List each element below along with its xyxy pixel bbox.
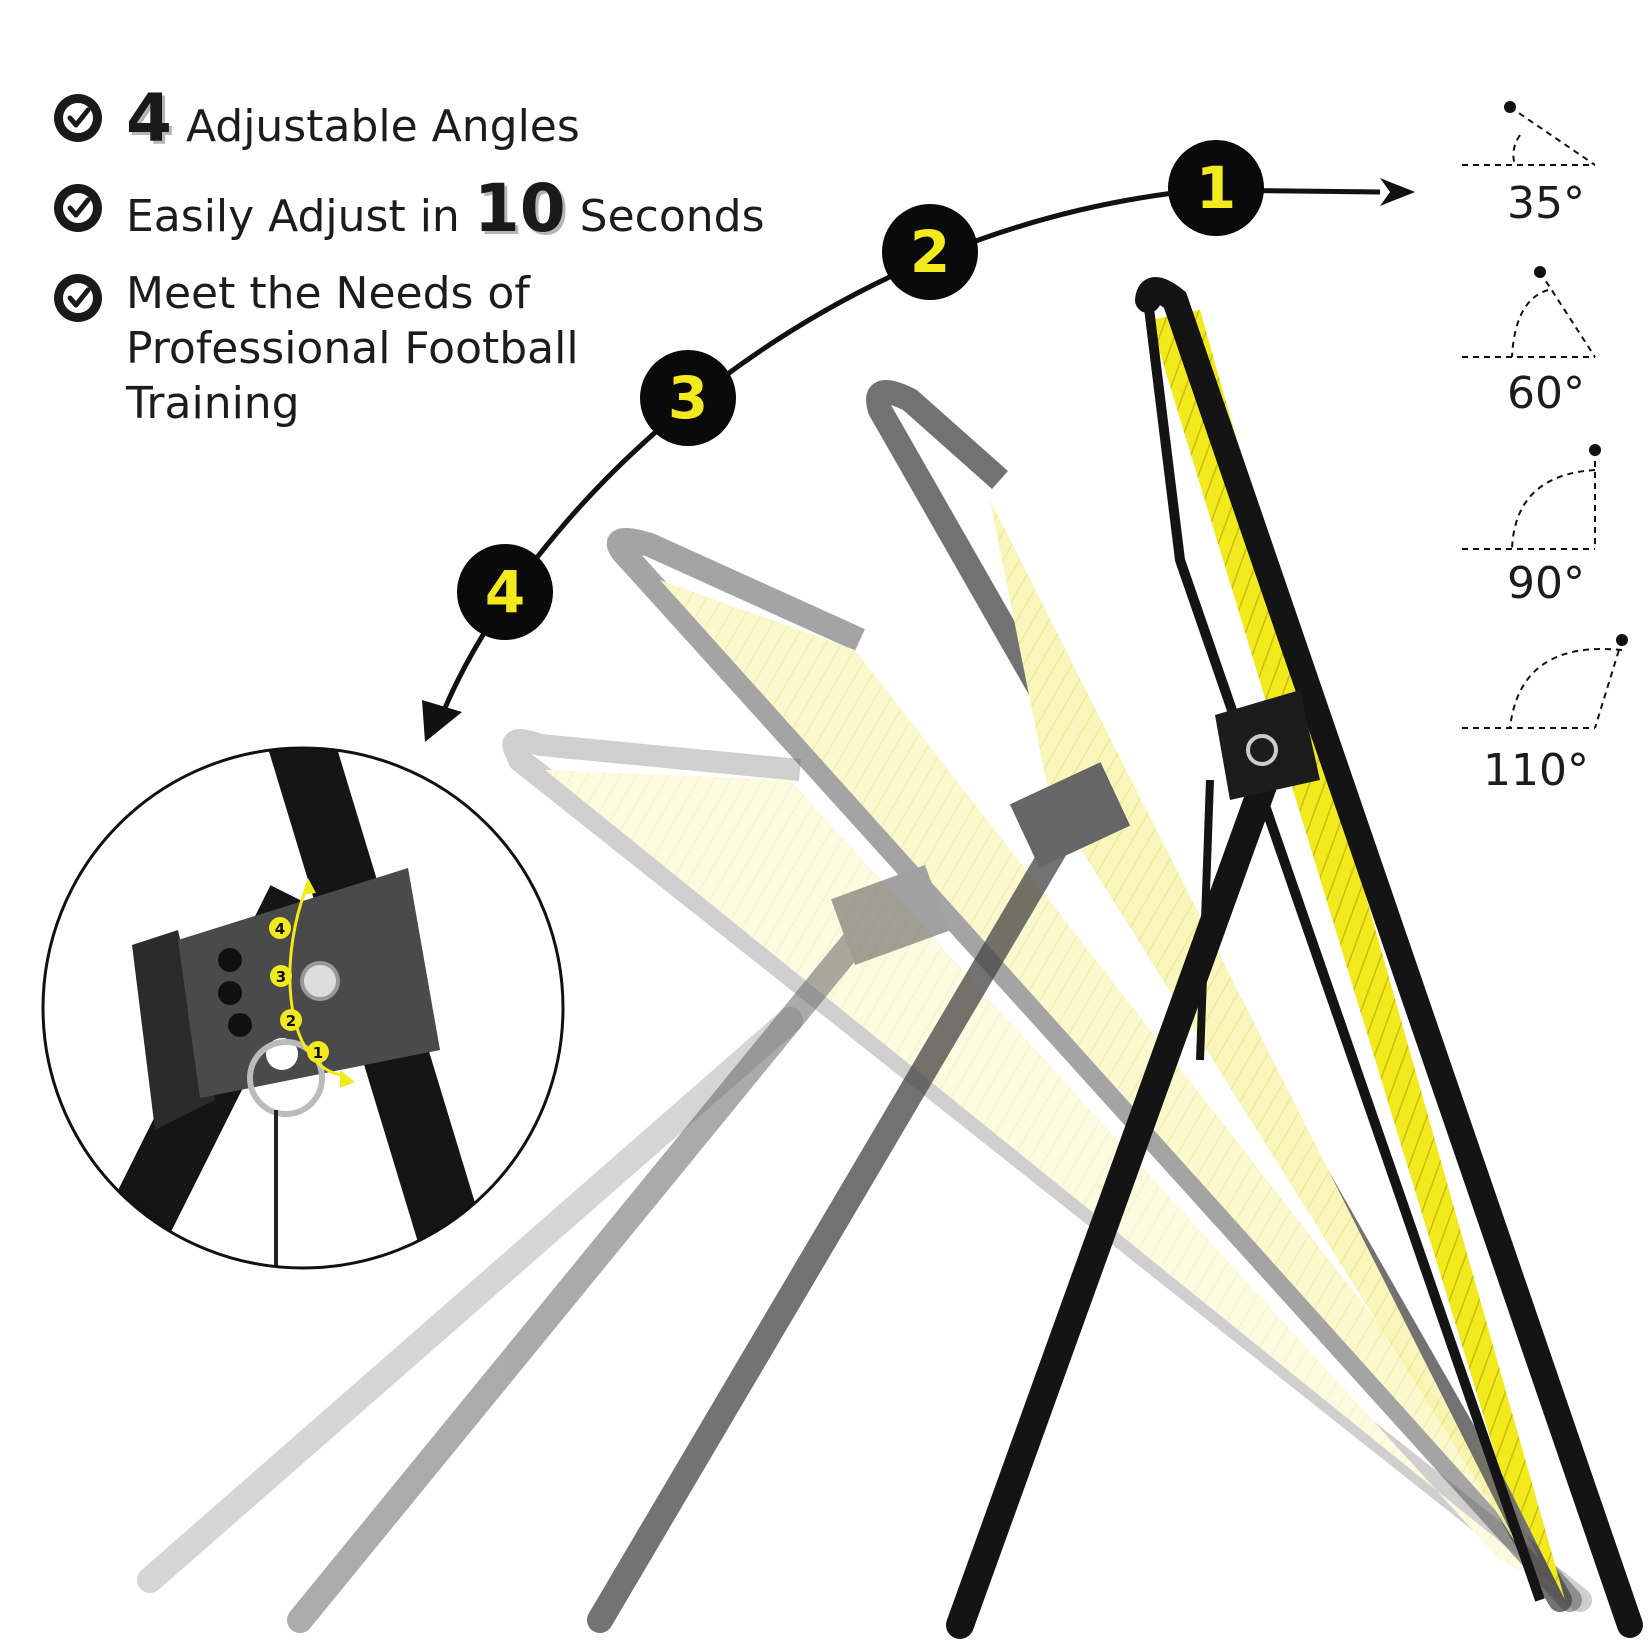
angle-label-90: 90° — [1507, 558, 1585, 609]
feature-text: Easily Adjust in 10 Seconds — [126, 176, 765, 244]
angle-label-60: 60° — [1507, 368, 1585, 419]
detail-step-number-3: 3 — [276, 968, 286, 986]
detail-step-1: 1 — [307, 1041, 329, 1063]
feature-number: 10 — [473, 170, 566, 247]
feature-label-after: Seconds — [579, 191, 765, 242]
frame-position-110 — [137, 729, 1592, 1612]
angle-diagram-90 — [1462, 444, 1601, 550]
step-badge-1[interactable]: 1 — [1168, 140, 1264, 236]
angle-diagram-60 — [1462, 266, 1596, 358]
detail-step-4: 4 — [269, 917, 291, 939]
detail-step-number-1: 1 — [313, 1044, 323, 1062]
detail-step-2: 2 — [280, 1009, 302, 1031]
feature-adjust-time: Easily Adjust in 10 Seconds — [52, 176, 765, 244]
step-badge-4[interactable]: 4 — [457, 544, 553, 640]
angle-diagram-110 — [1462, 634, 1628, 729]
step-badge-2[interactable]: 2 — [882, 204, 978, 300]
step-number-3: 3 — [668, 364, 708, 432]
step-badge-3[interactable]: 3 — [640, 350, 736, 446]
check-circle-icon — [54, 94, 102, 142]
angle-diagram-35 — [1462, 101, 1596, 166]
feature-adjustable-angles: 4 Adjustable Angles — [52, 86, 580, 154]
step-number-2: 2 — [910, 218, 950, 286]
angle-label-110: 110° — [1483, 745, 1589, 796]
feature-number: 4 — [126, 80, 172, 157]
detail-step-3: 3 — [270, 965, 292, 987]
detail-step-number-2: 2 — [286, 1012, 296, 1030]
feature-text: 4 Adjustable Angles — [126, 86, 580, 154]
feature-professional-training: Meet the Needs of Professional Football … — [52, 268, 646, 431]
angle-label-35: 35° — [1507, 178, 1585, 229]
feature-label-before: Easily Adjust in — [126, 191, 460, 242]
frame-position-60 — [587, 380, 1572, 1633]
detail-step-number-4: 4 — [275, 920, 285, 938]
feature-label: Meet the Needs of Professional Football … — [126, 268, 579, 429]
frame-position-90 — [287, 528, 1582, 1633]
adjustment-detail-inset — [41, 746, 565, 1270]
check-circle-icon — [54, 184, 102, 232]
frame-position-35 — [946, 277, 1643, 1639]
feature-label: Adjustable Angles — [185, 101, 580, 152]
step-number-4: 4 — [485, 558, 525, 626]
step-number-1: 1 — [1196, 154, 1236, 222]
check-circle-icon — [54, 274, 102, 322]
